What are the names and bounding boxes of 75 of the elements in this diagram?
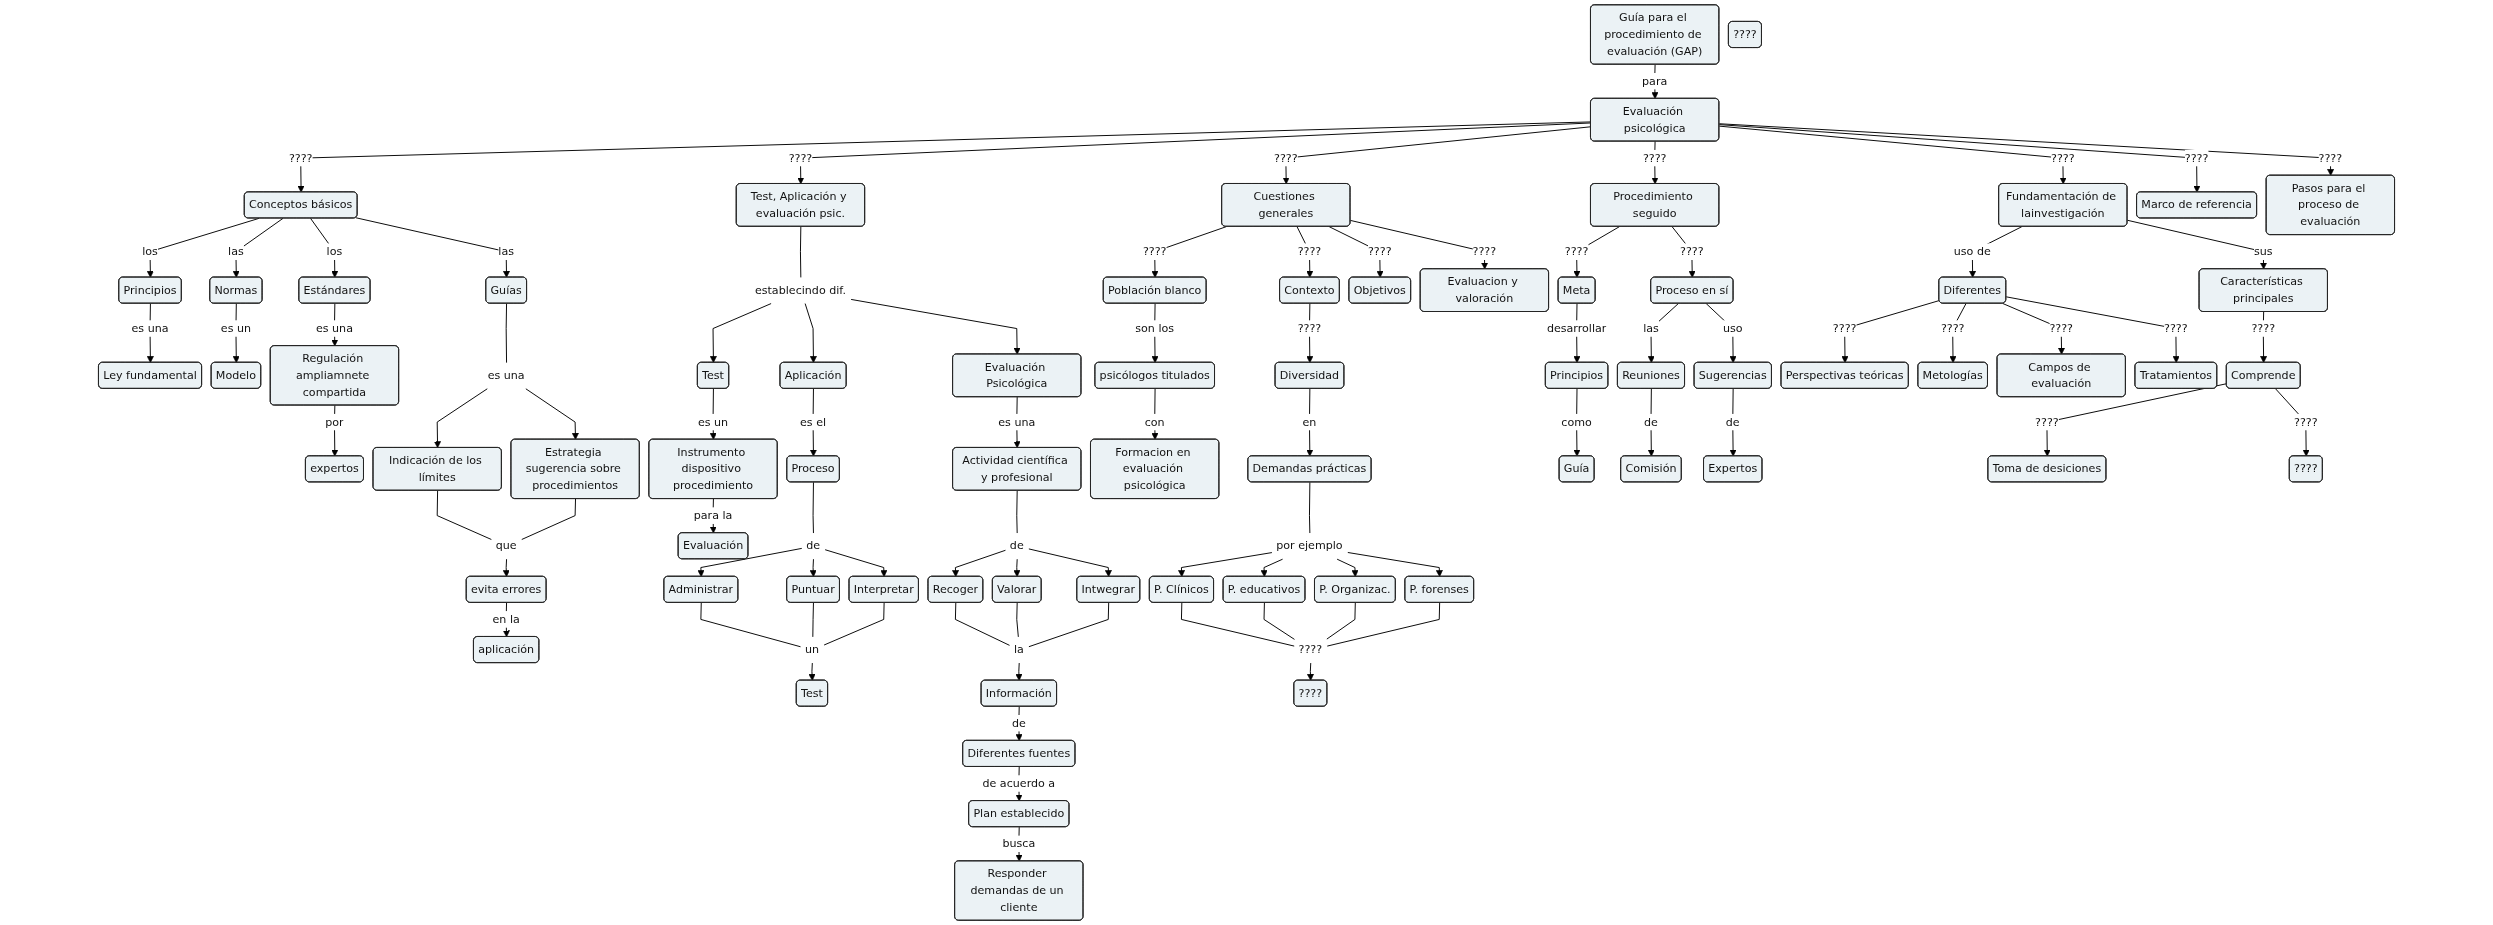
- edge-label: ????: [1564, 244, 1589, 258]
- node-text: la: [1013, 642, 1024, 656]
- edge-label: son los: [1135, 321, 1175, 335]
- edge-label: ????: [2294, 415, 2318, 429]
- edge-label: ????: [288, 151, 313, 165]
- edge-label: como: [1561, 415, 1592, 429]
- edge-label: ????: [1472, 244, 1497, 258]
- connector: [505, 303, 508, 364]
- edge-label: uso de: [1953, 244, 1991, 258]
- connector: [1028, 602, 1110, 648]
- node-text: es una: [487, 368, 525, 382]
- edge-label: ????: [2164, 321, 2188, 335]
- edge-label: ????: [1297, 244, 1322, 258]
- connector: [1326, 602, 1441, 647]
- connector: [812, 602, 814, 638]
- edge-label: es una: [131, 321, 169, 335]
- edge-label: desarrollar: [1546, 321, 1607, 335]
- connector: [954, 602, 1010, 646]
- connector: [1263, 602, 1295, 640]
- connector: [1016, 490, 1018, 534]
- edge-label: ????: [2318, 151, 2343, 165]
- edge-label: las: [498, 244, 514, 258]
- edge-label: en: [1302, 415, 1317, 429]
- edge-label: con: [1144, 415, 1165, 429]
- edge-label: ????: [1832, 321, 1857, 335]
- edge-label: es un: [697, 415, 729, 429]
- edge-label: los: [142, 244, 158, 258]
- node-text: que: [495, 538, 517, 552]
- connector: [823, 602, 885, 646]
- edge-label: ????: [2251, 321, 2276, 335]
- edge-label: ????: [2035, 415, 2059, 429]
- connector: [1309, 481, 1311, 534]
- edge-label: ????: [1142, 244, 1167, 258]
- edge-label: de: [1725, 415, 1740, 429]
- edge-label: para la: [693, 508, 733, 522]
- edge-label: es el: [800, 415, 827, 429]
- edge-label: ????: [1367, 244, 1392, 258]
- edge-label: es una: [998, 415, 1036, 429]
- connector: [521, 498, 576, 540]
- edge-label: ????: [788, 151, 813, 165]
- node-text: un: [804, 642, 819, 656]
- connector: [700, 602, 801, 648]
- connector: [799, 226, 802, 278]
- edge-label: es un: [220, 321, 252, 335]
- edge-label: para: [1642, 74, 1668, 88]
- edge-label: ????: [1940, 321, 1965, 335]
- edge-label: ????: [1274, 151, 1298, 165]
- connector: [1180, 602, 1295, 647]
- node-text: ????: [1298, 642, 1323, 656]
- edge-label: ????: [1680, 244, 1704, 258]
- edge-label: sus: [2253, 244, 2273, 258]
- edge-label: las: [228, 244, 244, 258]
- edge-label: uso: [1722, 321, 1743, 335]
- edge-label: ????: [2184, 151, 2209, 165]
- edge-label: de: [1644, 415, 1658, 429]
- edge-label: de: [1011, 716, 1026, 730]
- connector: [1326, 602, 1356, 640]
- connector: [436, 490, 492, 540]
- node-text: de: [806, 538, 820, 552]
- node-text: establecindo dif.: [754, 283, 846, 297]
- edge-label: los: [326, 244, 343, 258]
- edge-label: las: [1643, 321, 1659, 335]
- node-text: de: [1009, 538, 1024, 552]
- edge-label: ????: [2051, 151, 2075, 165]
- edge-label: ????: [2049, 321, 2073, 335]
- edge-label: busca: [1002, 837, 1036, 850]
- edge-label: ????: [1297, 321, 1322, 335]
- connector: [1016, 602, 1019, 638]
- node-text: por ejemplo: [1276, 538, 1343, 552]
- edge-label: es una: [315, 321, 353, 335]
- edge-label: ????: [1642, 151, 1667, 165]
- edge-label: en la: [492, 612, 520, 626]
- edge-label: de acuerdo a: [982, 776, 1056, 790]
- connector: [812, 481, 814, 534]
- edge-label: por: [325, 415, 344, 429]
